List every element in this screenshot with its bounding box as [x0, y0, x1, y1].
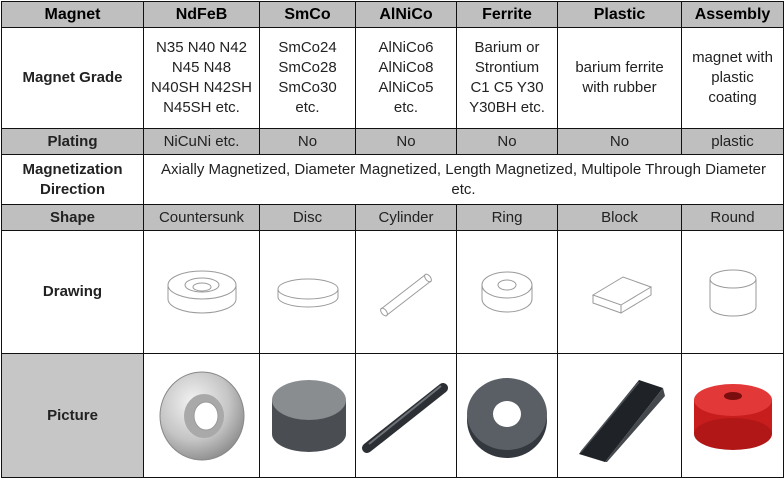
- picture-label: Picture: [1, 353, 144, 478]
- ring-drawing-icon: [481, 271, 533, 313]
- countersunk-ring-drawing-icon: [167, 270, 236, 314]
- plating-row: Plating NiCuNi etc. No No No No plastic: [1, 128, 784, 155]
- picture-rod-cell: [355, 353, 457, 478]
- grade-line: AlNiCo8: [378, 59, 434, 76]
- grade-line: plastic: [711, 69, 754, 86]
- drawing-countersunk-cell: [143, 230, 260, 354]
- header-magnet: Magnet: [1, 1, 144, 28]
- grade-line: Y30BH etc.: [469, 99, 545, 116]
- round-pot-drawing-icon: [709, 269, 756, 317]
- shape-round: Round: [681, 204, 784, 231]
- header-row: Magnet NdFeB SmCo AlNiCo Ferrite Plastic…: [1, 1, 784, 28]
- grade-line: N45SH etc.: [163, 99, 240, 116]
- header-assembly: Assembly: [681, 1, 784, 28]
- rod-magnet-photo-icon: [362, 382, 448, 453]
- grade-line: with rubber: [582, 79, 657, 96]
- plating-ndfeb: NiCuNi etc.: [143, 128, 260, 155]
- plating-assembly: plastic: [681, 128, 784, 155]
- block-magnet-photo-icon: [578, 379, 665, 462]
- header-alnico: AlNiCo: [355, 1, 457, 28]
- shape-label: Shape: [1, 204, 144, 231]
- shape-countersunk: Countersunk: [143, 204, 260, 231]
- block-drawing-icon: [591, 276, 652, 314]
- drawing-ring-cell: [456, 230, 558, 354]
- picture-countersunk-cell: [143, 353, 260, 478]
- drawing-row: Drawing: [1, 230, 784, 354]
- magnetization-text: Axially Magnetized, Diameter Magnetized,…: [143, 154, 784, 205]
- grade-smco: SmCo24 SmCo28 SmCo30 etc.: [259, 27, 356, 129]
- grade-line: etc.: [295, 99, 320, 116]
- magnetization-row: Magnetization Direction Axially Magnetiz…: [1, 154, 784, 205]
- ring-magnet-photo-icon: [467, 377, 547, 458]
- picture-disc-cell: [259, 353, 356, 478]
- header-ferrite: Ferrite: [456, 1, 558, 28]
- grade-line: barium ferrite: [575, 59, 664, 76]
- grade-line: N35 N40 N42: [156, 39, 247, 56]
- header-ndfeb: NdFeB: [143, 1, 260, 28]
- grade-ferrite: Barium or Strontium C1 C5 Y30 Y30BH etc.: [456, 27, 558, 129]
- disc-drawing-icon: [277, 278, 338, 308]
- picture-row: Picture: [1, 353, 784, 478]
- grade-row: Magnet Grade N35 N40 N42 N45 N48 N40SH N…: [1, 27, 784, 129]
- grade-plastic: barium ferrite with rubber: [557, 27, 682, 129]
- grade-line: SmCo24: [278, 39, 337, 56]
- plating-label: Plating: [1, 128, 144, 155]
- grade-line: etc.: [393, 99, 419, 116]
- grade-line: SmCo30: [278, 79, 337, 96]
- grade-assembly: magnet with plastic coating: [681, 27, 784, 129]
- grade-line: magnet with: [692, 49, 773, 66]
- disc-magnet-photo-icon: [272, 379, 346, 452]
- header-smco: SmCo: [259, 1, 356, 28]
- plating-plastic: No: [557, 128, 682, 155]
- shape-row: Shape Countersunk Disc Cylinder Ring Blo…: [1, 204, 784, 231]
- plating-alnico: No: [355, 128, 457, 155]
- grade-line: Barium or: [474, 39, 540, 56]
- drawing-label: Drawing: [1, 230, 144, 354]
- magnetization-label: Magnetization Direction: [1, 154, 144, 205]
- grade-line: AlNiCo6: [378, 39, 434, 56]
- drawing-round-cell: [681, 230, 784, 354]
- grade-line: Strontium: [474, 59, 540, 76]
- picture-pot-cell: [681, 353, 784, 478]
- countersunk-magnet-photo-icon: [159, 371, 244, 460]
- shape-cylinder: Cylinder: [355, 204, 457, 231]
- grade-line: AlNiCo5: [378, 79, 434, 96]
- grade-ndfeb: N35 N40 N42 N45 N48 N40SH N42SH N45SH et…: [143, 27, 260, 129]
- magnetization-label-line: Magnetization: [22, 160, 123, 178]
- picture-ring-cell: [456, 353, 558, 478]
- magnetization-label-line: Direction: [39, 180, 105, 198]
- header-plastic: Plastic: [557, 1, 682, 28]
- grade-label: Magnet Grade: [1, 27, 144, 129]
- pot-magnet-photo-icon: [693, 383, 772, 450]
- grade-line: coating: [708, 89, 757, 106]
- grade-line: SmCo28: [278, 59, 337, 76]
- shape-block: Block: [557, 204, 682, 231]
- grade-line: N45 N48: [171, 59, 232, 76]
- shape-disc: Disc: [259, 204, 356, 231]
- drawing-cylinder-cell: [355, 230, 457, 354]
- shape-ring: Ring: [456, 204, 558, 231]
- grade-line: N40SH N42SH: [151, 79, 252, 96]
- drawing-disc-cell: [259, 230, 356, 354]
- cylinder-rod-drawing-icon: [380, 273, 432, 317]
- drawing-block-cell: [557, 230, 682, 354]
- picture-block-cell: [557, 353, 682, 478]
- grade-alnico: AlNiCo6 AlNiCo8 AlNiCo5 etc.: [355, 27, 457, 129]
- grade-line: C1 C5 Y30: [470, 79, 544, 96]
- plating-smco: No: [259, 128, 356, 155]
- plating-ferrite: No: [456, 128, 558, 155]
